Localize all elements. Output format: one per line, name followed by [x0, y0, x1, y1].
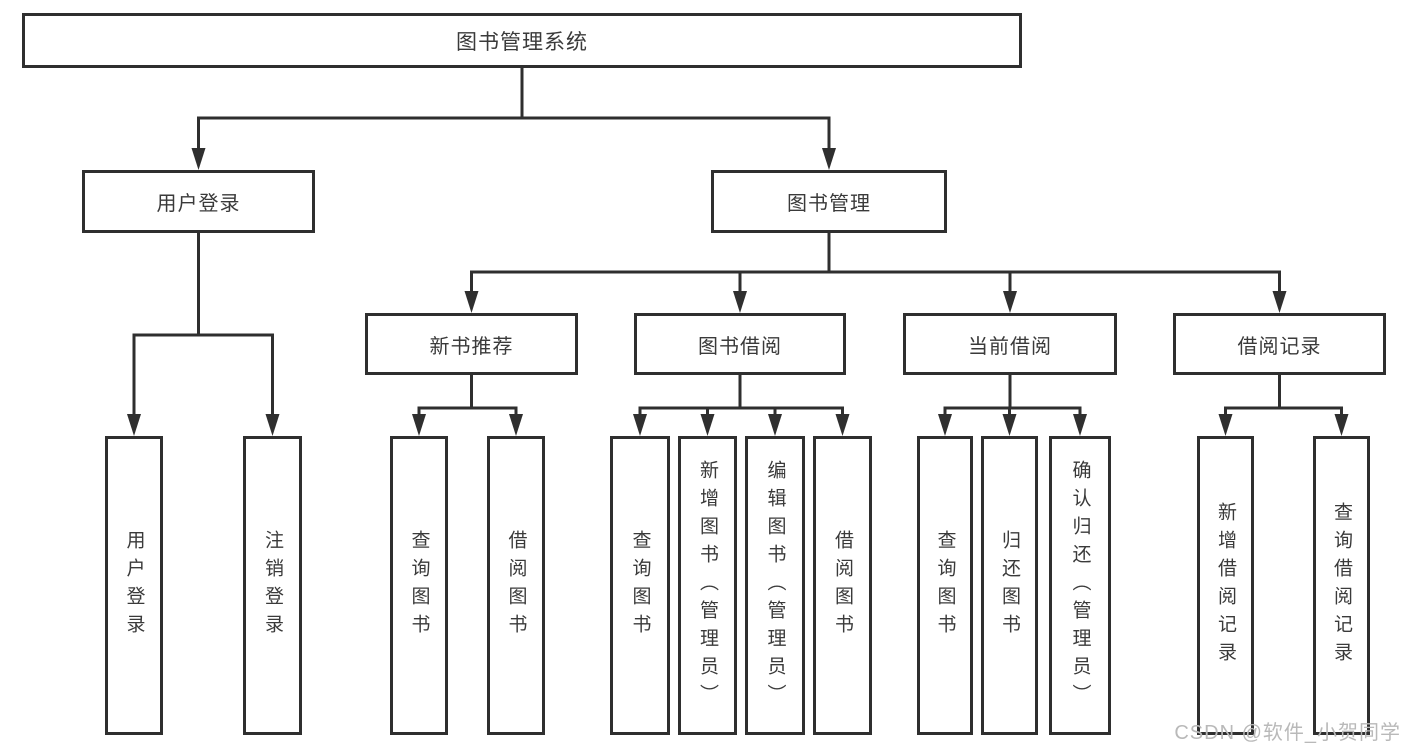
connector-book-management-branch: [464, 233, 1287, 313]
leaf-add-books-admin: 新增图书（管理员）: [678, 436, 737, 735]
node-borrow-records: 借阅记录: [1173, 313, 1386, 375]
leaf-query-books-recommend: 查询图书: [390, 436, 448, 735]
node-book-management: 图书管理: [711, 170, 947, 233]
leaf-edit-books-admin: 编辑图书（管理员）: [745, 436, 805, 735]
connector-new-book-branch: [412, 375, 523, 436]
node-new-book-recommend: 新书推荐: [365, 313, 578, 375]
connector-current-borrow-branch: [938, 375, 1087, 436]
connector-root-to-level2: [191, 68, 836, 170]
connector-user-login-branch: [127, 233, 280, 436]
leaf-query-books-current: 查询图书: [917, 436, 973, 735]
connector-book-borrow-branch: [633, 375, 850, 436]
leaf-user-login: 用户登录: [105, 436, 163, 735]
connector-borrow-records-branch: [1218, 375, 1349, 436]
node-root-system: 图书管理系统: [22, 13, 1022, 68]
watermark: CSDN @软件_小贺同学: [1174, 722, 1401, 744]
leaf-borrow-books-recommend: 借阅图书: [487, 436, 545, 735]
leaf-confirm-return-admin: 确认归还（管理员）: [1049, 436, 1111, 735]
leaf-add-borrow-record: 新增借阅记录: [1197, 436, 1254, 735]
leaf-return-books: 归还图书: [981, 436, 1038, 735]
leaf-logout: 注销登录: [243, 436, 302, 735]
node-book-borrow: 图书借阅: [634, 313, 846, 375]
node-user-login: 用户登录: [82, 170, 315, 233]
leaf-borrow-books: 借阅图书: [813, 436, 872, 735]
node-current-borrow: 当前借阅: [903, 313, 1117, 375]
leaf-query-borrow-record: 查询借阅记录: [1313, 436, 1370, 735]
leaf-query-books-borrow: 查询图书: [610, 436, 670, 735]
